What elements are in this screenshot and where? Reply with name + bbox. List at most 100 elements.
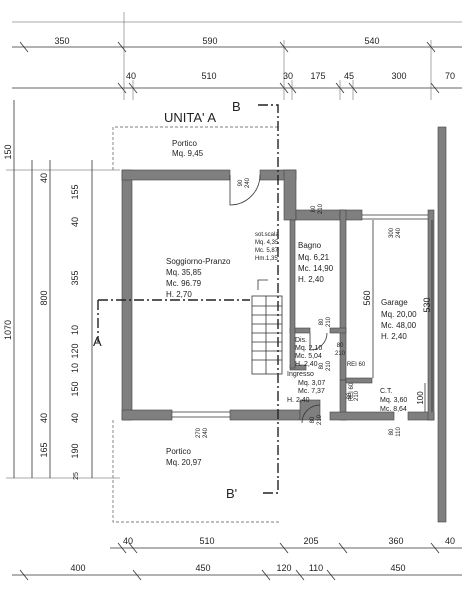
room-area: Mq. 9,45 [172,149,204,158]
left-dim-10a: 10 [70,325,80,335]
door-labels: 90 240 80 210 300 240 80 210 80 210 80 2… [196,177,402,438]
room-portico-top: Portico Mq. 9,45 [172,139,204,158]
walls [121,126,447,523]
top-dim-175: 175 [310,71,325,81]
room-name: Portico [166,447,191,456]
left-dimension-lines [6,100,120,479]
door-label-d8b: 240 [203,427,209,438]
top-dim-590: 590 [202,36,217,46]
door-label-d7b: 210 [354,390,360,401]
room-name: Ingresso [287,371,314,378]
section-mark-a: A [93,334,102,349]
top-dim-510: 510 [201,71,216,81]
door-label-d3b: 240 [396,227,402,238]
room-volume: Mc. 8,64 [380,406,407,413]
bottom-dim-205: 205 [303,536,318,546]
bottom-dim-510: 510 [199,536,214,546]
room-area: Mq. 2,10 [295,345,322,352]
left-dim-40a: 40 [39,173,49,183]
left-dim-800: 800 [39,290,49,305]
bottom-dimension-lines [12,542,462,581]
bottom-dim-110: 110 [309,563,323,573]
door-label-d4b: 210 [326,316,332,327]
top-dim-labels-row2: 40 510 30 175 45 300 70 [126,71,455,81]
door-label-d4a: 80 [319,318,325,325]
room-soggiorno: Soggiorno-Pranzo Mq. 35,85 Mc. 96.79 H. … [166,257,231,299]
top-dim-300: 300 [391,71,406,81]
room-scala: sot.scala Mq. 4,35 Mc. 5,87 Hm.1,35 [255,232,279,262]
room-name: Bagno [298,241,322,250]
room-volume: Mc. 5,87 [255,248,279,254]
door-label-d6b: 210 [326,360,332,371]
stairs [251,279,283,375]
bottom-dim-400: 400 [70,563,85,573]
room-volume: Mc. 7,37 [298,388,325,395]
rei-label-2: REI 60 [349,382,355,401]
room-volume: Mc. 14,90 [298,264,334,273]
bottom-dim-360: 360 [388,536,403,546]
room-portico-bottom: Portico Mq. 20,97 [166,447,202,467]
left-dim-190: 190 [70,443,80,458]
bottom-dim-labels-row1: 40 510 205 360 40 [123,536,455,546]
bottom-dim-40b: 40 [445,536,455,546]
top-dim-350: 350 [54,36,69,46]
plan-title: UNITA' A [164,110,216,125]
left-dim-150b: 150 [70,381,80,396]
left-dim-40b: 40 [39,413,49,423]
top-dim-labels-row1: 350 590 540 [54,36,379,46]
door-label-d1a: 90 [238,179,244,186]
room-volume: Mc. 48,00 [381,321,417,330]
room-area: Mq. 35,85 [166,268,202,277]
room-ct: C.T. Mq. 3,60 Mc. 8,64 [380,388,407,413]
room-height: H. 2,40 [381,332,407,341]
left-dim-150: 150 [3,144,13,159]
door-label-d9b: 210 [317,414,323,425]
room-ingresso: Ingresso Mq. 3,07 Mc. 7,37 H. 2,40 [287,371,325,404]
interior-dim-560: 560 [362,290,372,305]
door-label-d6a: 80 [319,362,325,369]
top-dim-40: 40 [126,71,136,81]
room-area: Mq. 20,00 [381,310,417,319]
section-mark-b: B [232,99,241,114]
bottom-dim-120: 120 [276,563,291,573]
room-bagno: Bagno Mq. 6,21 Mc. 14,90 H. 2,40 [298,241,334,284]
left-dim-120: 120 [70,343,80,358]
left-dim-355: 355 [70,270,80,285]
room-height: H. 2,40 [295,361,318,368]
room-name: Garage [381,298,408,307]
door-label-d5a: 80 [337,343,344,349]
bottom-dim-40: 40 [123,536,133,546]
room-height: H. 2,40 [287,397,310,404]
door-label-d10a: 80 [389,428,395,435]
door-label-d10b: 110 [396,427,402,437]
section-cut-lines [97,104,279,494]
top-dimension-lines [12,12,462,100]
interior-dim-530: 530 [422,297,432,312]
interior-dimension-lines [372,220,433,412]
door-label-d9a: 80 [310,416,316,423]
left-dim-165: 165 [39,442,49,457]
left-dim-155: 155 [70,184,80,199]
room-garage: Garage Mq. 20,00 Mc. 48,00 H. 2,40 [381,298,417,341]
left-dim-1070: 1070 [3,320,13,340]
room-name: Dis. [295,337,307,344]
top-dim-30: 30 [283,71,293,81]
door-label-d8a: 270 [196,427,202,438]
room-height: H. 2,40 [298,275,324,284]
room-dis: Dis. Mq. 2,10 Mc. 5,04 H. 2,40 [295,337,322,368]
porch-outlines [112,126,280,523]
room-area: Mq. 3,60 [380,397,407,404]
section-mark-b-prime: B' [226,486,237,501]
room-area: Mq. 20,97 [166,458,202,467]
door-label-d1b: 240 [245,177,251,188]
rei-label-1: REI 60 [347,362,366,368]
left-dim-40c: 40 [70,217,80,227]
room-volume: Mc. 96.79 [166,279,202,288]
room-area: Mq. 6,21 [298,253,330,262]
interior-dim-100: 100 [416,391,425,405]
left-dim-40d: 40 [70,413,80,423]
top-dim-45: 45 [344,71,354,81]
room-name: Portico [172,139,197,148]
door-label-d2a: 80 [311,205,317,212]
